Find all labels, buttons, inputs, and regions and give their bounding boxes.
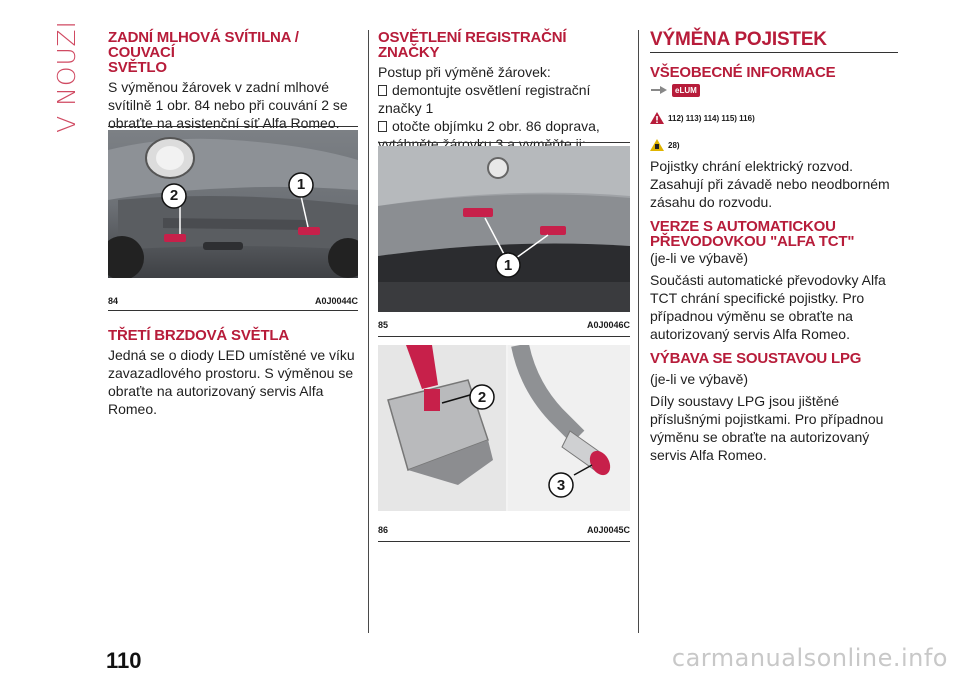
fuel-pump-warning-icon: [650, 139, 664, 151]
column-3-body: Pojistky chrání elektrický rozvod. Zasah…: [650, 157, 900, 464]
refs-row-2: 28): [650, 139, 680, 151]
tct-optional: (je-li ve výbavě): [650, 250, 749, 266]
text-line: obraťte na asistenční síť Alfa Romeo.: [108, 115, 340, 131]
third-brake-text: Jedná se o diody LED umístěné ve víku za…: [108, 346, 358, 418]
text-line: zavazadlového prostoru. S výměnou se: [108, 365, 354, 381]
text-line: Pojistky chrání elektrický rozvod.: [650, 158, 854, 174]
section-tab: V NOUZI: [52, 20, 81, 133]
text-line: značky 1: [378, 100, 434, 116]
warning-triangle-icon: [650, 112, 664, 124]
column-3: VÝMĚNA POJISTEK VŠEOBECNÉ INFORMACE: [650, 30, 900, 80]
warning-refs: 112) 113) 114) 115) 116): [668, 113, 755, 123]
checkbox-bullet-icon: [378, 85, 387, 96]
tct-heading-2: PŘEVODOVKOU "ALFA TCT": [650, 233, 855, 250]
watermark: carmanualsonline.info: [671, 644, 948, 672]
tct-text: Součásti automatické převodovky Alfa TCT…: [650, 271, 900, 343]
bulb-replacement-photo: [378, 345, 630, 511]
page-number: 110: [106, 648, 142, 673]
checkbox-bullet-icon: [378, 121, 387, 132]
text-line: svítilně 1 obr. 84 nebo při couvání 2 se: [108, 97, 348, 113]
caution-refs: 28): [668, 140, 680, 150]
hand-pointer-icon: [651, 86, 667, 94]
fuses-text: Pojistky chrání elektrický rozvod. Zasah…: [650, 157, 900, 211]
callout-1: 1: [503, 257, 513, 274]
callout-1: 1: [296, 176, 306, 193]
lpg-optional: (je-li ve výbavě): [650, 371, 749, 387]
tailgate-photo: [378, 146, 630, 312]
column-2: OSVĚTLENÍ REGISTRAČNÍ ZNAČKY Postup při …: [378, 30, 630, 153]
callout-2: 2: [169, 187, 179, 204]
text-line: S výměnou žárovek v zadní mlhové: [108, 79, 329, 95]
figure-number: 85: [378, 320, 389, 330]
column-divider-2: [638, 30, 639, 633]
figure-code: A0J0045C: [586, 525, 630, 535]
text-line: servis Alfa Romeo.: [650, 447, 767, 463]
general-info-heading: VŠEOBECNÉ INFORMACE: [650, 64, 836, 81]
tct-heading: VERZE S AUTOMATICKOU: [650, 218, 836, 235]
text-line: výměnu se obraťte na autorizovaný: [650, 429, 870, 445]
elum-badge: eLUM: [672, 83, 700, 97]
text-line: Romeo.: [108, 401, 158, 417]
text-line: Jedná se o diody LED umístěné ve víku: [108, 347, 355, 363]
rear-bumper-photo: [108, 130, 358, 278]
lpg-text: Díly soustavy LPG jsou jištěné příslušný…: [650, 392, 900, 464]
text-line: TCT chrání specifické pojistky. Pro: [650, 290, 865, 306]
fog-reverse-heading-2: SVĚTLO: [108, 59, 167, 76]
text-line: Díly soustavy LPG jsou jištěné: [650, 393, 840, 409]
elum-icon-row: eLUM: [650, 83, 700, 97]
column-1-lower: TŘETÍ BRZDOVÁ SVĚTLA Jedná se o diody LE…: [108, 328, 358, 418]
text-line: příslušnými pojistkami. Pro případnou: [650, 411, 884, 427]
plate-light-text: Postup při výměně žárovek: demontujte os…: [378, 63, 630, 153]
text-line: Zasahují při závadě nebo neodborném: [650, 176, 890, 192]
refs-row-1: 112) 113) 114) 115) 116): [650, 112, 755, 124]
bullet-2: otočte objímku 2 obr. 86 doprava,: [378, 117, 630, 135]
fog-reverse-text: S výměnou žárovek v zadní mlhové svítiln…: [108, 78, 358, 132]
third-brake-heading: TŘETÍ BRZDOVÁ SVĚTLA: [108, 327, 290, 344]
plate-light-heading: OSVĚTLENÍ REGISTRAČNÍ ZNAČKY: [378, 29, 567, 61]
bullet-1: demontujte osvětlení registrační: [378, 81, 630, 99]
text-line: obraťte na autorizovaný servis Alfa: [108, 383, 324, 399]
column-divider-1: [368, 30, 369, 633]
fog-reverse-heading: ZADNÍ MLHOVÁ SVÍTILNA / COUVACÍ: [108, 29, 299, 61]
text-line: případnou výměnu se obraťte na: [650, 308, 853, 324]
column-1: ZADNÍ MLHOVÁ SVÍTILNA / COUVACÍ SVĚTLO S…: [108, 30, 358, 132]
figure-86: 2 3 86 A0J0045C: [378, 345, 630, 545]
section-tab-label: V NOUZI: [51, 19, 81, 133]
title-underline: [650, 52, 898, 53]
figure-code: A0J0046C: [586, 320, 630, 330]
text-line: Postup při výměně žárovek:: [378, 64, 551, 80]
figure-85: 1 85 A0J0046C: [378, 142, 630, 338]
lpg-heading: VÝBAVA SE SOUSTAVOU LPG: [650, 350, 862, 367]
figure-84: 2 1 84 A0J0044C: [108, 126, 358, 316]
text-line: zásahu do rozvodu.: [650, 194, 773, 210]
figure-code: A0J0044C: [314, 296, 358, 306]
text-line: autorizovaný servis Alfa Romeo.: [650, 326, 850, 342]
callout-2: 2: [477, 389, 487, 406]
text-line: Součásti automatické převodovky Alfa: [650, 272, 886, 288]
fuses-title: VÝMĚNA POJISTEK: [650, 29, 827, 50]
figure-number: 84: [108, 296, 119, 306]
callout-3: 3: [556, 477, 566, 494]
figure-number: 86: [378, 525, 389, 535]
